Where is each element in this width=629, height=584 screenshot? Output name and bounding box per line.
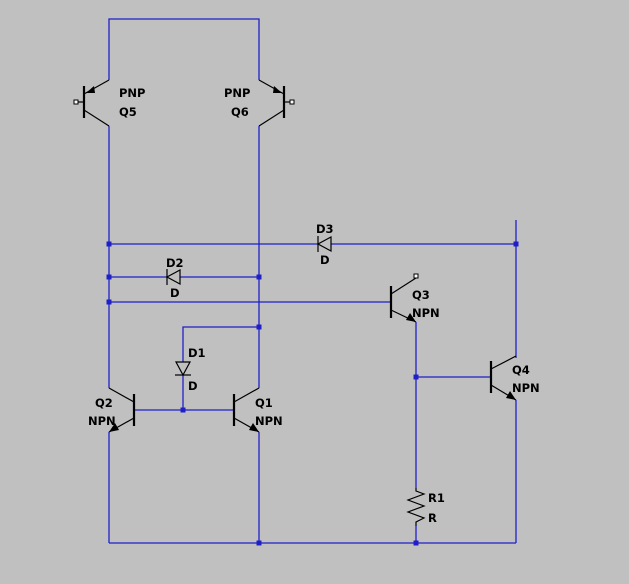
d3-diode-symbol[interactable] — [316, 235, 332, 253]
q6-model-label: PNP — [224, 86, 250, 100]
junctions — [106, 241, 519, 546]
junction-dot — [413, 374, 419, 380]
junction-dot — [106, 274, 112, 280]
q5-model-label: PNP — [119, 86, 145, 100]
q3-npn-transistor-symbol[interactable] — [389, 273, 419, 323]
wire-top-loop[interactable] — [108, 18, 260, 80]
d1-name-label: D1 — [188, 346, 206, 360]
junction-dot — [413, 540, 419, 546]
junction-dot — [513, 241, 519, 247]
junction-dot — [256, 540, 262, 546]
junction-dot — [256, 324, 262, 330]
q4-name-label: Q4 — [512, 363, 530, 377]
q4-npn-transistor-symbol[interactable] — [489, 355, 517, 401]
q5-name-label: Q5 — [119, 105, 137, 119]
junction-dot — [106, 299, 112, 305]
d3-name-label: D3 — [316, 222, 334, 236]
q1-npn-transistor-symbol[interactable] — [232, 387, 260, 433]
junction-dot — [180, 407, 186, 413]
wire-d1-anode[interactable] — [182, 326, 259, 362]
wires — [108, 18, 517, 544]
junction-dot — [256, 274, 262, 280]
q4-model-label: NPN — [512, 381, 540, 395]
d2-name-label: D2 — [166, 256, 184, 270]
d2-diode-symbol[interactable] — [165, 268, 181, 286]
q1-model-label: NPN — [255, 414, 283, 428]
r1-value-label: R — [428, 511, 437, 525]
q6-pnp-transistor-symbol[interactable] — [258, 79, 295, 127]
q2-model-label: NPN — [88, 414, 116, 428]
q3-model-label: NPN — [412, 306, 440, 320]
r1-resistor-symbol[interactable] — [406, 488, 426, 526]
q6-name-label: Q6 — [231, 105, 249, 119]
labels: PNP Q5 PNP Q6 D3 D D2 D Q3 NPN D1 D Q4 N… — [88, 86, 540, 525]
q5-pnp-transistor-symbol[interactable] — [73, 79, 110, 127]
d1-diode-symbol[interactable] — [174, 361, 192, 377]
q2-name-label: Q2 — [95, 396, 113, 410]
d3-model-label: D — [320, 253, 330, 267]
q3-name-label: Q3 — [412, 288, 430, 302]
r1-name-label: R1 — [428, 491, 445, 505]
q1-name-label: Q1 — [255, 396, 273, 410]
d1-model-label: D — [188, 379, 198, 393]
junction-dot — [106, 241, 112, 247]
d2-model-label: D — [170, 286, 180, 300]
q2-npn-transistor-symbol[interactable] — [108, 387, 136, 433]
